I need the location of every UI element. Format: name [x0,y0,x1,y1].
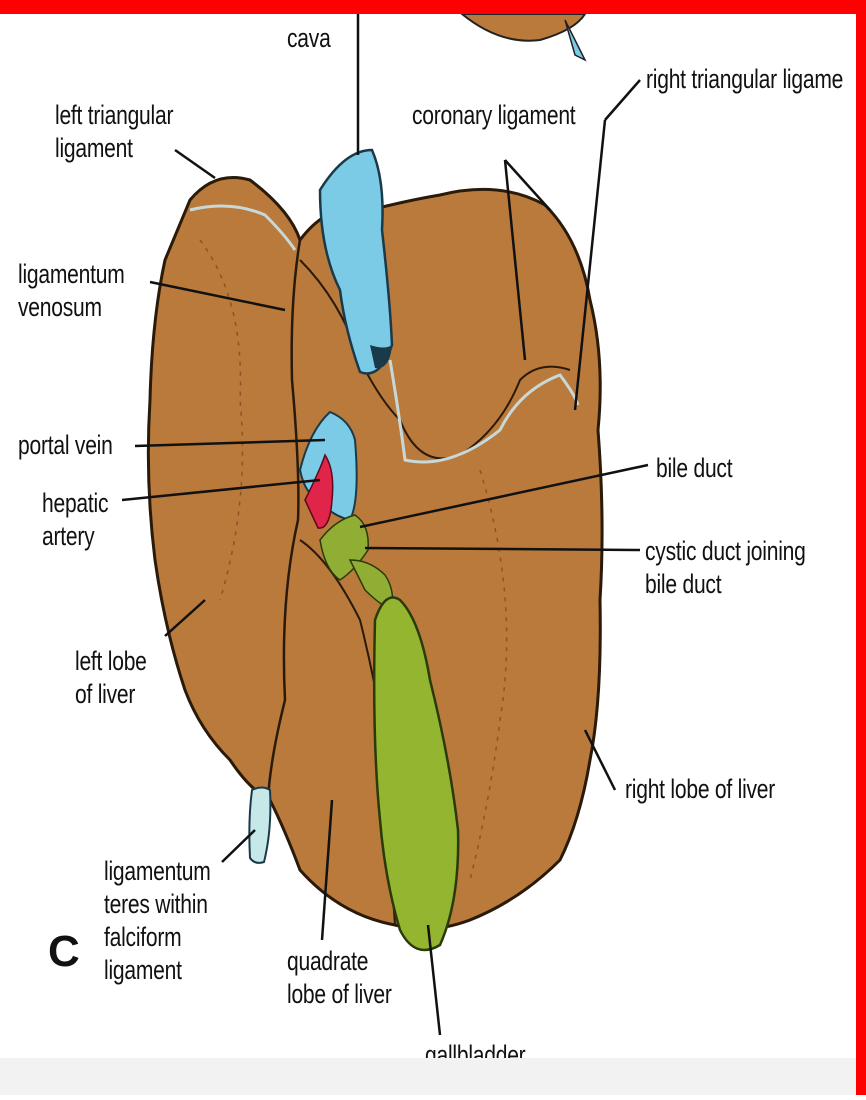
label-ligamentum-venosum: ligamentum venosum [18,258,125,324]
right-triangular-ligament-shape [565,20,585,60]
label-hepatic-artery: hepatic artery [42,487,108,553]
label-quadrate-lobe: quadrate lobe of liver [287,945,392,1011]
panel-letter: C [48,935,79,968]
label-bile-duct: bile duct [656,452,732,485]
bottom-strip [0,1058,856,1095]
red-frame-right [856,0,866,1095]
pointer-right-triangular [605,80,640,120]
label-right-triangular-ligament: right triangular ligame [646,63,843,96]
label-coronary-ligament: coronary ligament [412,99,575,132]
pointer-left-triangular [175,150,215,178]
label-cystic-duct: cystic duct joining bile duct [645,535,806,601]
label-ligamentum-teres: ligamentum teres within falciform ligame… [104,855,211,987]
label-left-lobe: left lobe of liver [75,645,147,711]
label-cava: cava [287,22,331,55]
label-right-lobe: right lobe of liver [625,773,775,806]
label-portal-vein: portal vein [18,429,113,462]
ligamentum-teres-shape [249,788,270,863]
red-frame-top [0,0,866,14]
label-left-triangular-ligament: left triangular ligament [55,99,173,165]
